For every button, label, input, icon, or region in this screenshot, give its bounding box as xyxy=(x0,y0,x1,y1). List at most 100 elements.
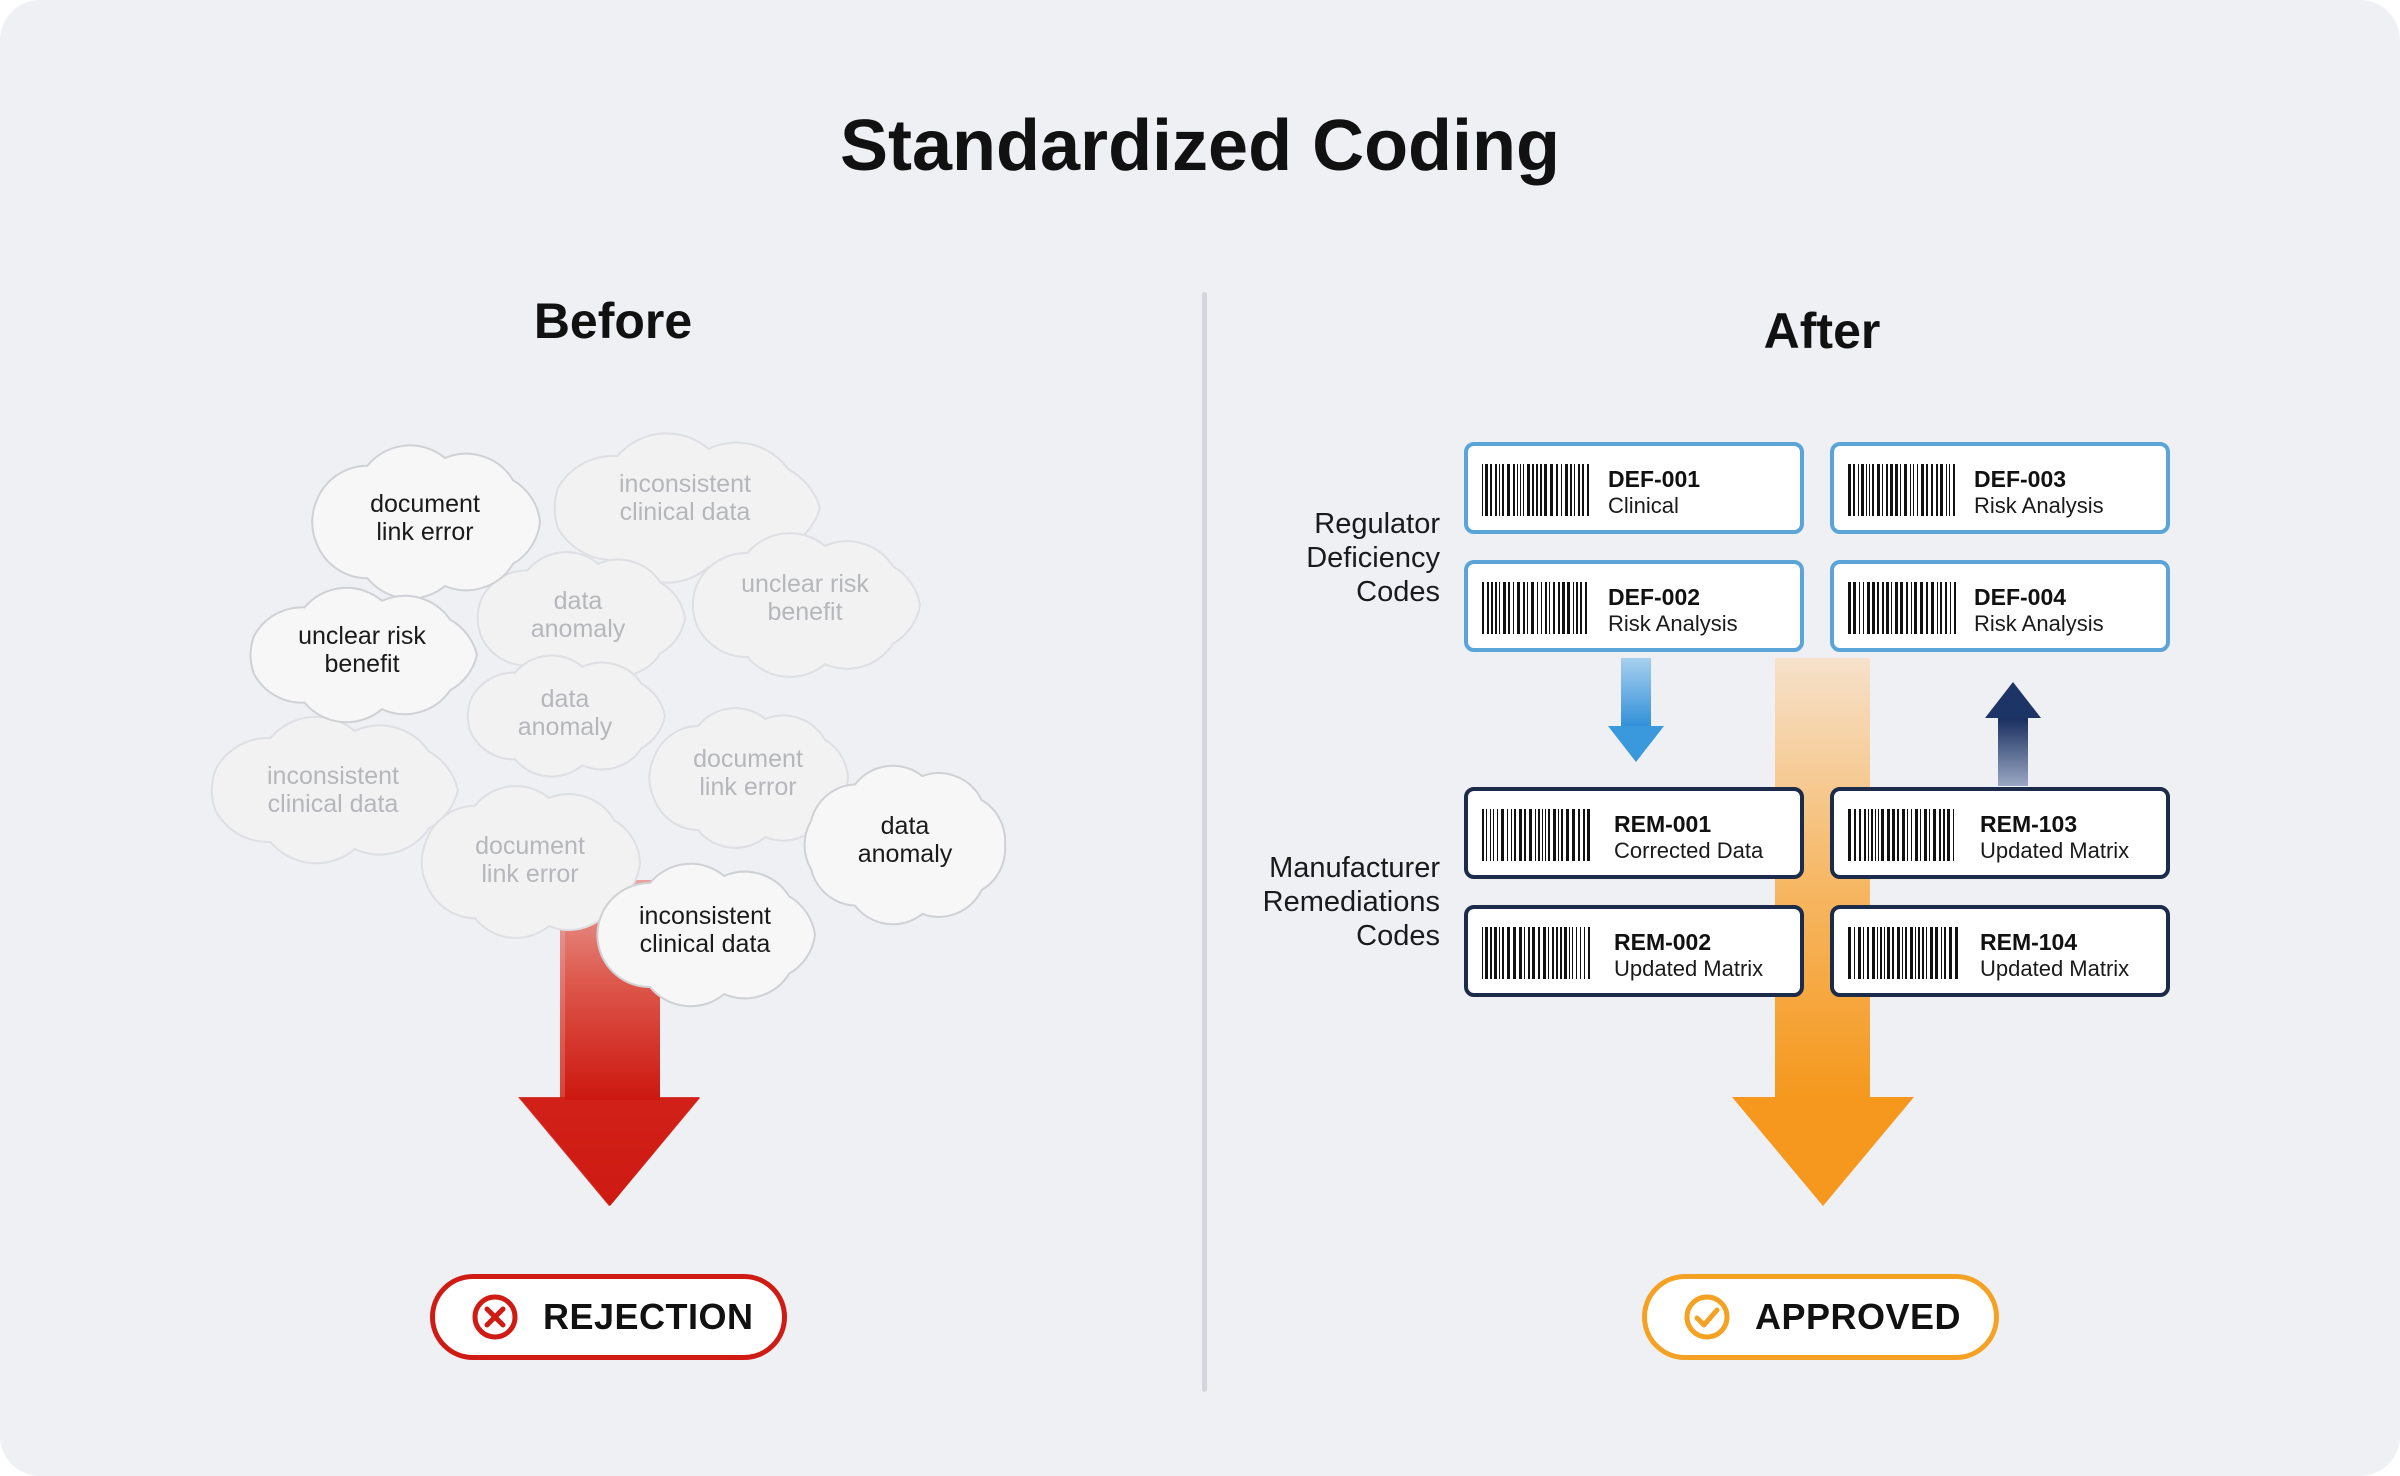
cloud-label-line: anomaly xyxy=(517,713,613,741)
speech-cloud xyxy=(420,785,642,939)
cloud-label-line: benefit xyxy=(767,598,843,626)
cloud-label-line: unclear risk xyxy=(298,622,426,650)
deficiency-code-card: DEF-001 Clinical xyxy=(1464,442,1804,534)
after-heading: After xyxy=(1763,303,1881,359)
cloud-label-line: anomaly xyxy=(530,615,626,643)
deficiency-code-card: DEF-004 Risk Analysis xyxy=(1830,560,2170,652)
cloud-label-line: data xyxy=(540,685,590,713)
cloud-label-line: clinical data xyxy=(267,790,399,818)
before-heading: Before xyxy=(533,293,693,349)
manufacturer-remediation-label: Manufacturer Remediations Codes xyxy=(1180,851,1440,953)
remediation-code-card: REM-104 Updated Matrix xyxy=(1830,905,2170,997)
deficiency-code: DEF-001 xyxy=(1608,466,1701,492)
barcode-icon xyxy=(1848,927,1958,979)
cloud-label-line: link error xyxy=(376,518,474,546)
cloud-label-line: link error xyxy=(699,773,797,801)
speech-cloud xyxy=(311,444,542,600)
cloud-label-line: document xyxy=(693,745,803,773)
regulator-label-line: Deficiency xyxy=(1306,542,1440,574)
rejection-badge: REJECTION xyxy=(430,1274,787,1360)
speech-cloud xyxy=(249,586,479,724)
deficiency-to-remediation-arrow-shaft xyxy=(1621,658,1651,728)
regulator-deficiency-label: Regulator Deficiency Codes xyxy=(1180,507,1440,609)
x-circle-icon xyxy=(472,1294,518,1340)
deficiency-code: DEF-002 xyxy=(1608,584,1701,610)
deficiency-code-card: DEF-002 Risk Analysis xyxy=(1464,560,1804,652)
cloud-label-line: clinical data xyxy=(619,498,751,526)
deficiency-description: Risk Analysis xyxy=(1974,611,2104,636)
regulator-label-line: Regulator xyxy=(1314,508,1440,540)
regulator-label-line: Codes xyxy=(1356,576,1440,608)
approved-label: APPROVED xyxy=(1755,1296,1962,1337)
barcode-icon xyxy=(1482,582,1587,634)
speech-cloud xyxy=(210,715,460,865)
speech-cloud xyxy=(803,764,1007,926)
cloud-label-line: inconsistent xyxy=(618,470,752,498)
remediation-code: REM-002 xyxy=(1614,929,1712,955)
remediation-code-card: REM-103 Updated Matrix xyxy=(1830,787,2170,879)
manufacturer-label-line: Codes xyxy=(1356,920,1440,952)
approval-arrow-head xyxy=(1732,1097,1914,1206)
page-title: Standardized Coding xyxy=(840,106,1560,186)
speech-cloud xyxy=(692,532,922,678)
deficiency-description: Risk Analysis xyxy=(1974,493,2104,518)
deficiency-description: Risk Analysis xyxy=(1608,611,1738,636)
cloud-label-line: document xyxy=(370,490,480,518)
remediation-to-deficiency-arrow-head xyxy=(1985,682,2041,718)
barcode-icon xyxy=(1482,927,1590,979)
remediation-description: Updated Matrix xyxy=(1980,838,2130,863)
barcode-icon xyxy=(1848,464,1955,516)
speech-cloud xyxy=(648,707,850,849)
section-divider xyxy=(1202,292,1207,1392)
approved-badge: APPROVED xyxy=(1642,1274,1999,1360)
cloud-label-line: data xyxy=(553,587,603,615)
cloud-label-line: benefit xyxy=(324,650,400,678)
speech-cloud xyxy=(466,654,667,778)
cloud-label-line: document xyxy=(475,832,585,860)
cloud-label-line: inconsistent xyxy=(638,902,772,930)
deficiency-description: Clinical xyxy=(1608,493,1679,518)
cloud-label-line: link error xyxy=(481,860,579,888)
deficiency-code: DEF-003 xyxy=(1974,466,2067,492)
deficiency-to-remediation-arrow-head xyxy=(1608,726,1664,762)
remediation-code: REM-104 xyxy=(1980,929,2078,955)
manufacturer-label-line: Remediations xyxy=(1262,886,1440,918)
remediation-code: REM-103 xyxy=(1980,811,2078,837)
manufacturer-label-line: Manufacturer xyxy=(1269,852,1440,884)
barcode-icon xyxy=(1482,809,1590,861)
remediation-description: Updated Matrix xyxy=(1980,956,2130,981)
rejection-label: REJECTION xyxy=(543,1296,754,1337)
rejection-arrow-head xyxy=(518,1097,700,1206)
remediation-description: Corrected Data xyxy=(1614,838,1764,863)
cloud-label-line: data xyxy=(880,812,930,840)
cloud-label-line: clinical data xyxy=(639,930,771,958)
deficiency-code-card: DEF-003 Risk Analysis xyxy=(1830,442,2170,534)
barcode-icon xyxy=(1482,464,1589,516)
remediation-code-card: REM-002 Updated Matrix xyxy=(1464,905,1804,997)
deficiency-code: DEF-004 xyxy=(1974,584,2067,610)
cloud-label-line: anomaly xyxy=(857,840,953,868)
remediation-to-deficiency-arrow-shaft xyxy=(1998,716,2028,786)
barcode-icon xyxy=(1848,582,1956,634)
cloud-label-line: inconsistent xyxy=(266,762,400,790)
check-circle-icon xyxy=(1684,1294,1730,1340)
remediation-code: REM-001 xyxy=(1614,811,1712,837)
approval-arrow-shaft xyxy=(1775,658,1870,1100)
remediation-description: Updated Matrix xyxy=(1614,956,1764,981)
remediation-code-card: REM-001 Corrected Data xyxy=(1464,787,1804,879)
cloud-label-line: unclear risk xyxy=(741,570,869,598)
barcode-icon xyxy=(1848,809,1954,861)
